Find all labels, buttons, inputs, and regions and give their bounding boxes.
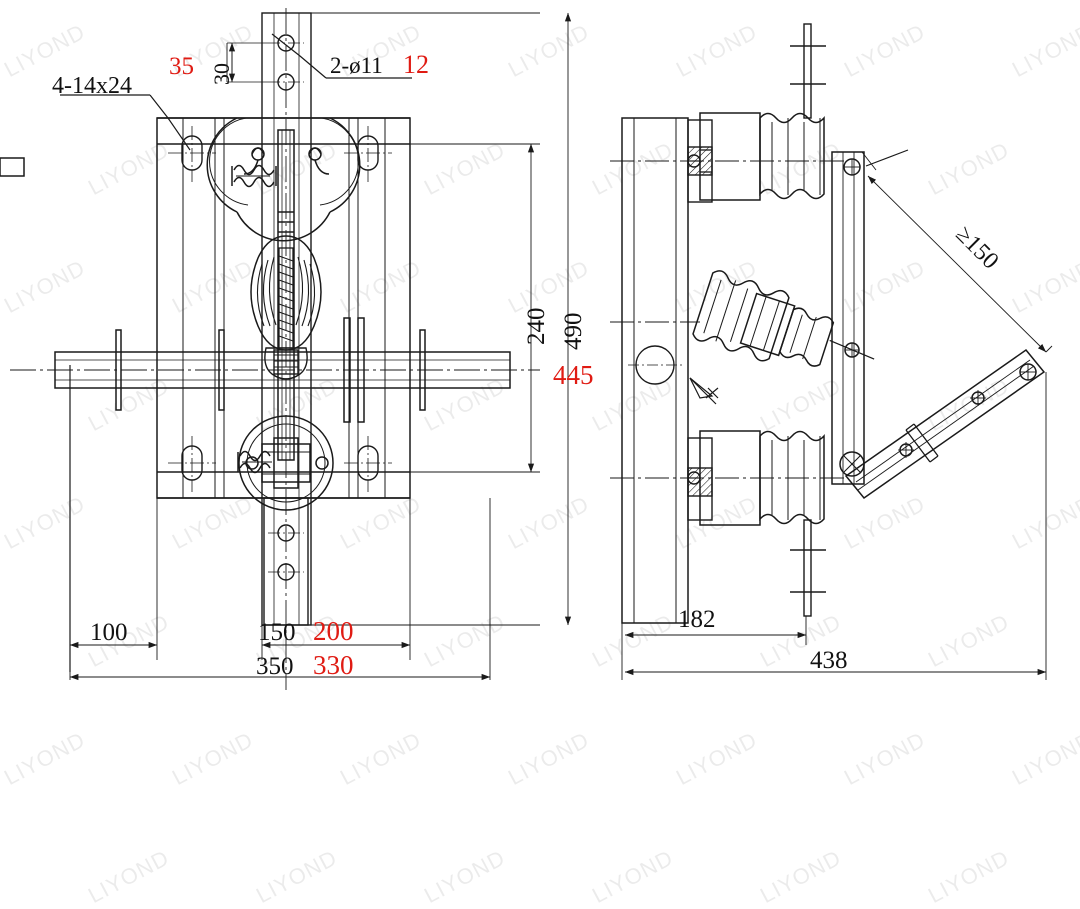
watermark-text: LIYOND [252, 844, 342, 909]
front-damper-assembly [250, 235, 322, 380]
label-182: 182 [678, 606, 716, 633]
label-200: 200 [313, 616, 354, 646]
label-445: 445 [553, 360, 594, 390]
label-150: 150 [258, 619, 296, 646]
label-350: 350 [256, 653, 294, 680]
front-lower-tongue [263, 497, 309, 626]
watermark-text: LIYOND [756, 844, 846, 909]
label-35: 35 [169, 53, 194, 80]
label-30: 30 [209, 63, 234, 85]
front-damper-nut [264, 347, 308, 380]
front-upper-bearing [206, 117, 361, 242]
front-mounting-plate [156, 117, 411, 499]
front-lower-bearing [238, 415, 334, 511]
front-leader-lines [60, 33, 412, 151]
side-view-group [0, 23, 1053, 680]
front-lower-hub [245, 437, 329, 489]
side-terminal-rod-top [790, 23, 826, 119]
front-upper-spring [231, 164, 277, 188]
watermark-text: LIYOND [420, 844, 510, 909]
side-vertical-frame [0, 151, 865, 485]
watermark-text: LIYOND [336, 726, 426, 791]
side-link-end-eye [1019, 363, 1037, 381]
side-middle-rod [689, 377, 719, 405]
front-lower-spring [237, 450, 272, 474]
watermark-text: LIYOND [588, 844, 678, 909]
watermark-text: LIYOND [0, 844, 6, 909]
label-100: 100 [90, 619, 128, 646]
slot-hole-group [168, 126, 392, 492]
label-490: 490 [560, 312, 587, 351]
label-330: 330 [313, 650, 354, 680]
label-12: 12 [403, 50, 429, 79]
side-angle-dimension [861, 151, 1053, 353]
watermark-text: LIYOND [672, 726, 762, 791]
side-plate-hole [628, 345, 682, 385]
front-drive-rod [277, 129, 295, 461]
front-dimension-lines [69, 12, 572, 681]
side-top-pivot [0, 157, 861, 177]
side-centerlines [610, 160, 846, 479]
technical-drawing-canvas: LIYOND LIYOND LIYOND LIYOND LIYOND LIYOND LIYO… [0, 8, 1080, 909]
side-dimension-lines [621, 372, 1047, 680]
front-upper-links [243, 147, 330, 175]
drawing-svg [0, 8, 1053, 690]
watermark-text: LIYOND [0, 726, 90, 791]
watermark-text: LIYOND [168, 726, 258, 791]
front-view-group [10, 8, 572, 690]
watermark-text: LIYOND [84, 844, 174, 909]
watermark-text: LIYOND [1008, 726, 1080, 791]
label-4-14x24: 4-14x24 [52, 73, 132, 99]
watermark-text: LIYOND [924, 844, 1014, 909]
front-upper-tongue [226, 34, 304, 91]
front-frame-rails [157, 117, 410, 499]
side-terminal-rod-bottom [790, 519, 826, 617]
side-diagonal-link [844, 348, 1046, 500]
label-240: 240 [523, 307, 550, 346]
watermark-text: LIYOND [504, 726, 594, 791]
watermark-text: LIYOND [840, 726, 930, 791]
label-438: 438 [810, 647, 848, 674]
label-2-phi-11: 2-ø11 [330, 53, 383, 78]
side-insulator-middle [692, 270, 875, 367]
side-backplate [621, 117, 689, 624]
